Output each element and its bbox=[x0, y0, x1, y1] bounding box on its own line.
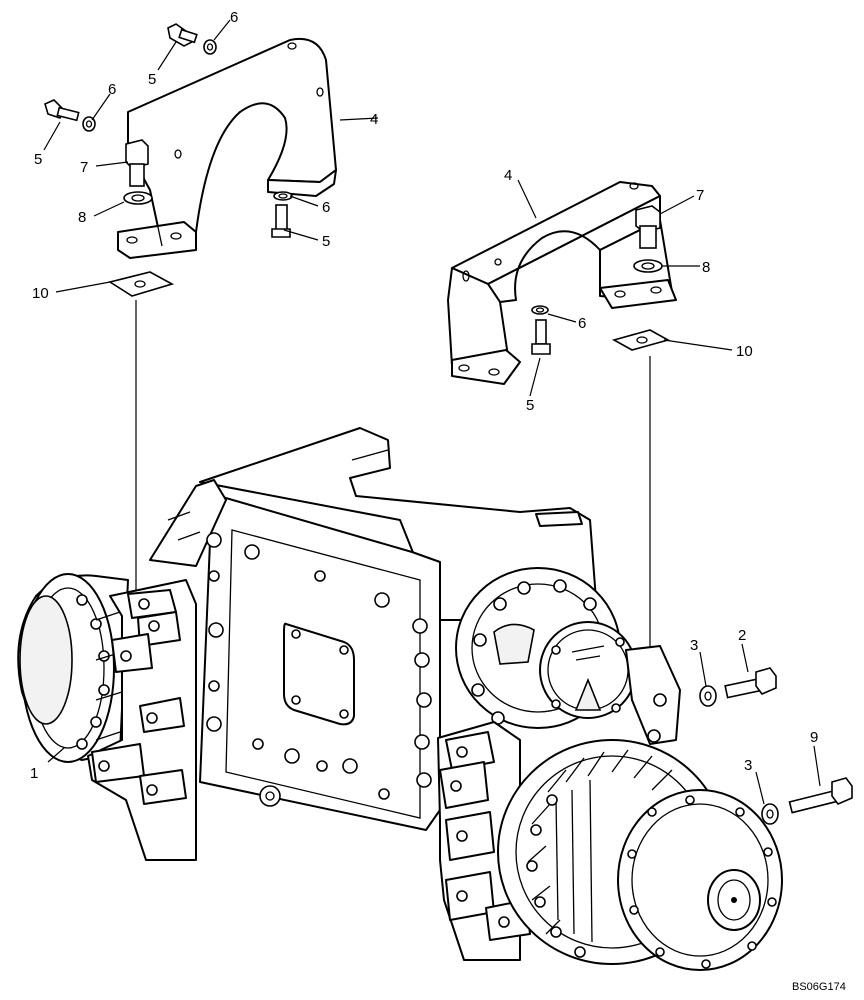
drawing-code: BS06G174 bbox=[792, 981, 846, 993]
callout-4-left-bracket: 4 bbox=[370, 111, 378, 128]
leader-lines bbox=[43, 19, 821, 805]
callout-1: 1 bbox=[30, 765, 38, 782]
callout-3-lower: 3 bbox=[744, 757, 752, 774]
right-bracket-fasteners bbox=[531, 205, 671, 355]
left-hub-bolts bbox=[76, 594, 110, 750]
callout-labels: 1 2 3 3 4 4 5 5 5 5 6 6 6 6 7 7 8 8 9 10… bbox=[30, 9, 818, 782]
callout-8-right: 8 bbox=[702, 259, 710, 276]
callout-7-left: 7 bbox=[80, 159, 88, 176]
right-hub-bolts bbox=[526, 794, 586, 958]
axle-assembly bbox=[17, 427, 783, 971]
callout-5-left: 5 bbox=[34, 151, 42, 168]
callout-6-right: 6 bbox=[578, 315, 586, 332]
callout-6-left: 6 bbox=[108, 81, 116, 98]
bolt-9-and-washer-3 bbox=[761, 777, 853, 825]
callout-7-right: 7 bbox=[696, 187, 704, 204]
callout-3-upper: 3 bbox=[690, 637, 698, 654]
callout-5-mid: 5 bbox=[322, 233, 330, 250]
callout-8-left: 8 bbox=[78, 209, 86, 226]
hub-cooling-fins bbox=[527, 749, 673, 943]
callout-5-top: 5 bbox=[148, 71, 156, 88]
wheel-stud-holes bbox=[627, 795, 777, 969]
callout-2: 2 bbox=[738, 627, 746, 644]
housing-perimeter-bolts bbox=[206, 532, 432, 800]
callout-6-mid: 6 bbox=[322, 199, 330, 216]
callout-4-right-bracket: 4 bbox=[504, 167, 512, 184]
callout-6-top: 6 bbox=[230, 9, 238, 26]
callout-10-right: 10 bbox=[736, 343, 753, 360]
callout-5-right: 5 bbox=[526, 397, 534, 414]
left-mount-bracket bbox=[117, 38, 337, 259]
bolt-2-and-washer-3 bbox=[699, 667, 777, 707]
callout-10-left: 10 bbox=[32, 285, 49, 302]
callout-9: 9 bbox=[810, 729, 818, 746]
left-bracket-fasteners bbox=[44, 23, 293, 297]
right-flange-bolts bbox=[471, 579, 597, 725]
